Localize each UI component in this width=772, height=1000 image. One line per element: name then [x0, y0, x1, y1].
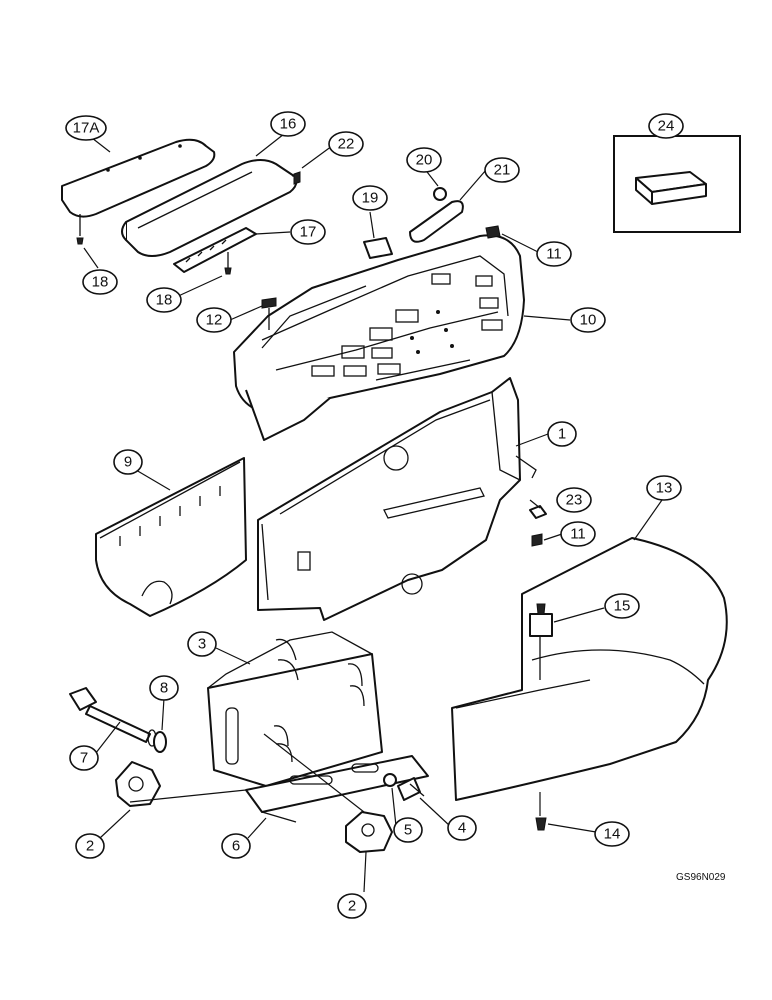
part-24-inset — [613, 135, 741, 233]
part-11-screw-upper — [485, 225, 501, 239]
callout-14: 14 — [594, 821, 630, 847]
part-13-outer-cover — [451, 537, 728, 801]
callout-label: 6 — [232, 838, 240, 855]
callout-label: 8 — [160, 680, 168, 697]
callout-label: 23 — [566, 492, 583, 509]
part-6-base-plate — [245, 755, 429, 823]
callout-18-center: 18 — [146, 287, 182, 313]
callout-label: 20 — [416, 152, 433, 169]
part-14-screw — [535, 817, 547, 831]
callout-23: 23 — [556, 487, 592, 513]
callout-19: 19 — [352, 185, 388, 211]
part-10-console-cover — [233, 234, 525, 441]
callout-10: 10 — [570, 307, 606, 333]
part-11-screw-lower — [531, 533, 543, 547]
part-2-knob-upper — [115, 761, 161, 807]
callout-label: 18 — [92, 274, 109, 291]
callout-16: 16 — [270, 111, 306, 137]
callout-label: 11 — [546, 246, 562, 263]
callout-4: 4 — [447, 815, 477, 841]
part-9-side-panel — [95, 457, 247, 617]
callout-21: 21 — [484, 157, 520, 183]
callout-20: 20 — [406, 147, 442, 173]
part-4-bolt — [397, 777, 425, 801]
callout-22: 22 — [328, 131, 364, 157]
callout-label: 17 — [300, 224, 317, 241]
callout-label: 16 — [280, 116, 297, 133]
part-12-bolt — [261, 297, 277, 309]
callout-label: 7 — [80, 750, 88, 767]
callout-11-lower: 11 — [560, 521, 596, 547]
part-1-frame — [257, 377, 537, 621]
callout-label: 15 — [614, 598, 631, 615]
callout-13: 13 — [646, 475, 682, 501]
callout-label: 18 — [156, 292, 173, 309]
part-16-armrest — [121, 159, 301, 257]
part-7-bolt — [69, 687, 157, 747]
part-8-washer — [153, 731, 167, 753]
callout-label: 17A — [73, 120, 100, 137]
callout-15: 15 — [604, 593, 640, 619]
callout-17: 17 — [290, 219, 326, 245]
callout-label: 11 — [570, 526, 586, 543]
callout-17a: 17A — [65, 115, 107, 141]
part-2-knob-lower — [345, 811, 393, 853]
callout-label: 14 — [604, 826, 621, 843]
callout-6: 6 — [221, 833, 251, 859]
reference-code: GS96N029 — [676, 872, 726, 883]
part-23-nut — [529, 505, 547, 519]
callout-label: 12 — [206, 312, 223, 329]
part-20-21-clip — [409, 187, 464, 243]
callout-label: 19 — [362, 190, 379, 207]
part-5-washer — [383, 773, 397, 787]
callout-label: 10 — [580, 312, 597, 329]
callout-5: 5 — [393, 817, 423, 843]
callout-label: 1 — [558, 426, 566, 443]
callout-2-bottom: 2 — [337, 893, 367, 919]
callout-label: 2 — [86, 838, 94, 855]
callout-12: 12 — [196, 307, 232, 333]
callout-label: 9 — [124, 454, 132, 471]
callout-9: 9 — [113, 449, 143, 475]
callout-label: 13 — [656, 480, 673, 497]
callout-3: 3 — [187, 631, 217, 657]
part-17a-plate — [61, 138, 216, 245]
callout-1: 1 — [547, 421, 577, 447]
callout-2-left: 2 — [75, 833, 105, 859]
callout-18-left: 18 — [82, 269, 118, 295]
callout-11-upper: 11 — [536, 241, 572, 267]
callout-label: 4 — [458, 820, 466, 837]
callout-label: 22 — [338, 136, 355, 153]
callout-8: 8 — [149, 675, 179, 701]
part-17-bracket — [173, 227, 257, 275]
part-3-bracket — [207, 631, 383, 787]
callout-label: 21 — [494, 162, 511, 179]
part-19-cover — [363, 237, 393, 259]
callout-label: 2 — [348, 898, 356, 915]
part-22-screw — [293, 171, 301, 185]
callout-24: 24 — [648, 113, 684, 139]
callout-label: 24 — [658, 118, 675, 135]
callout-7: 7 — [69, 745, 99, 771]
callout-label: 5 — [404, 822, 412, 839]
callout-label: 3 — [198, 636, 206, 653]
leader-lines — [83, 133, 663, 893]
